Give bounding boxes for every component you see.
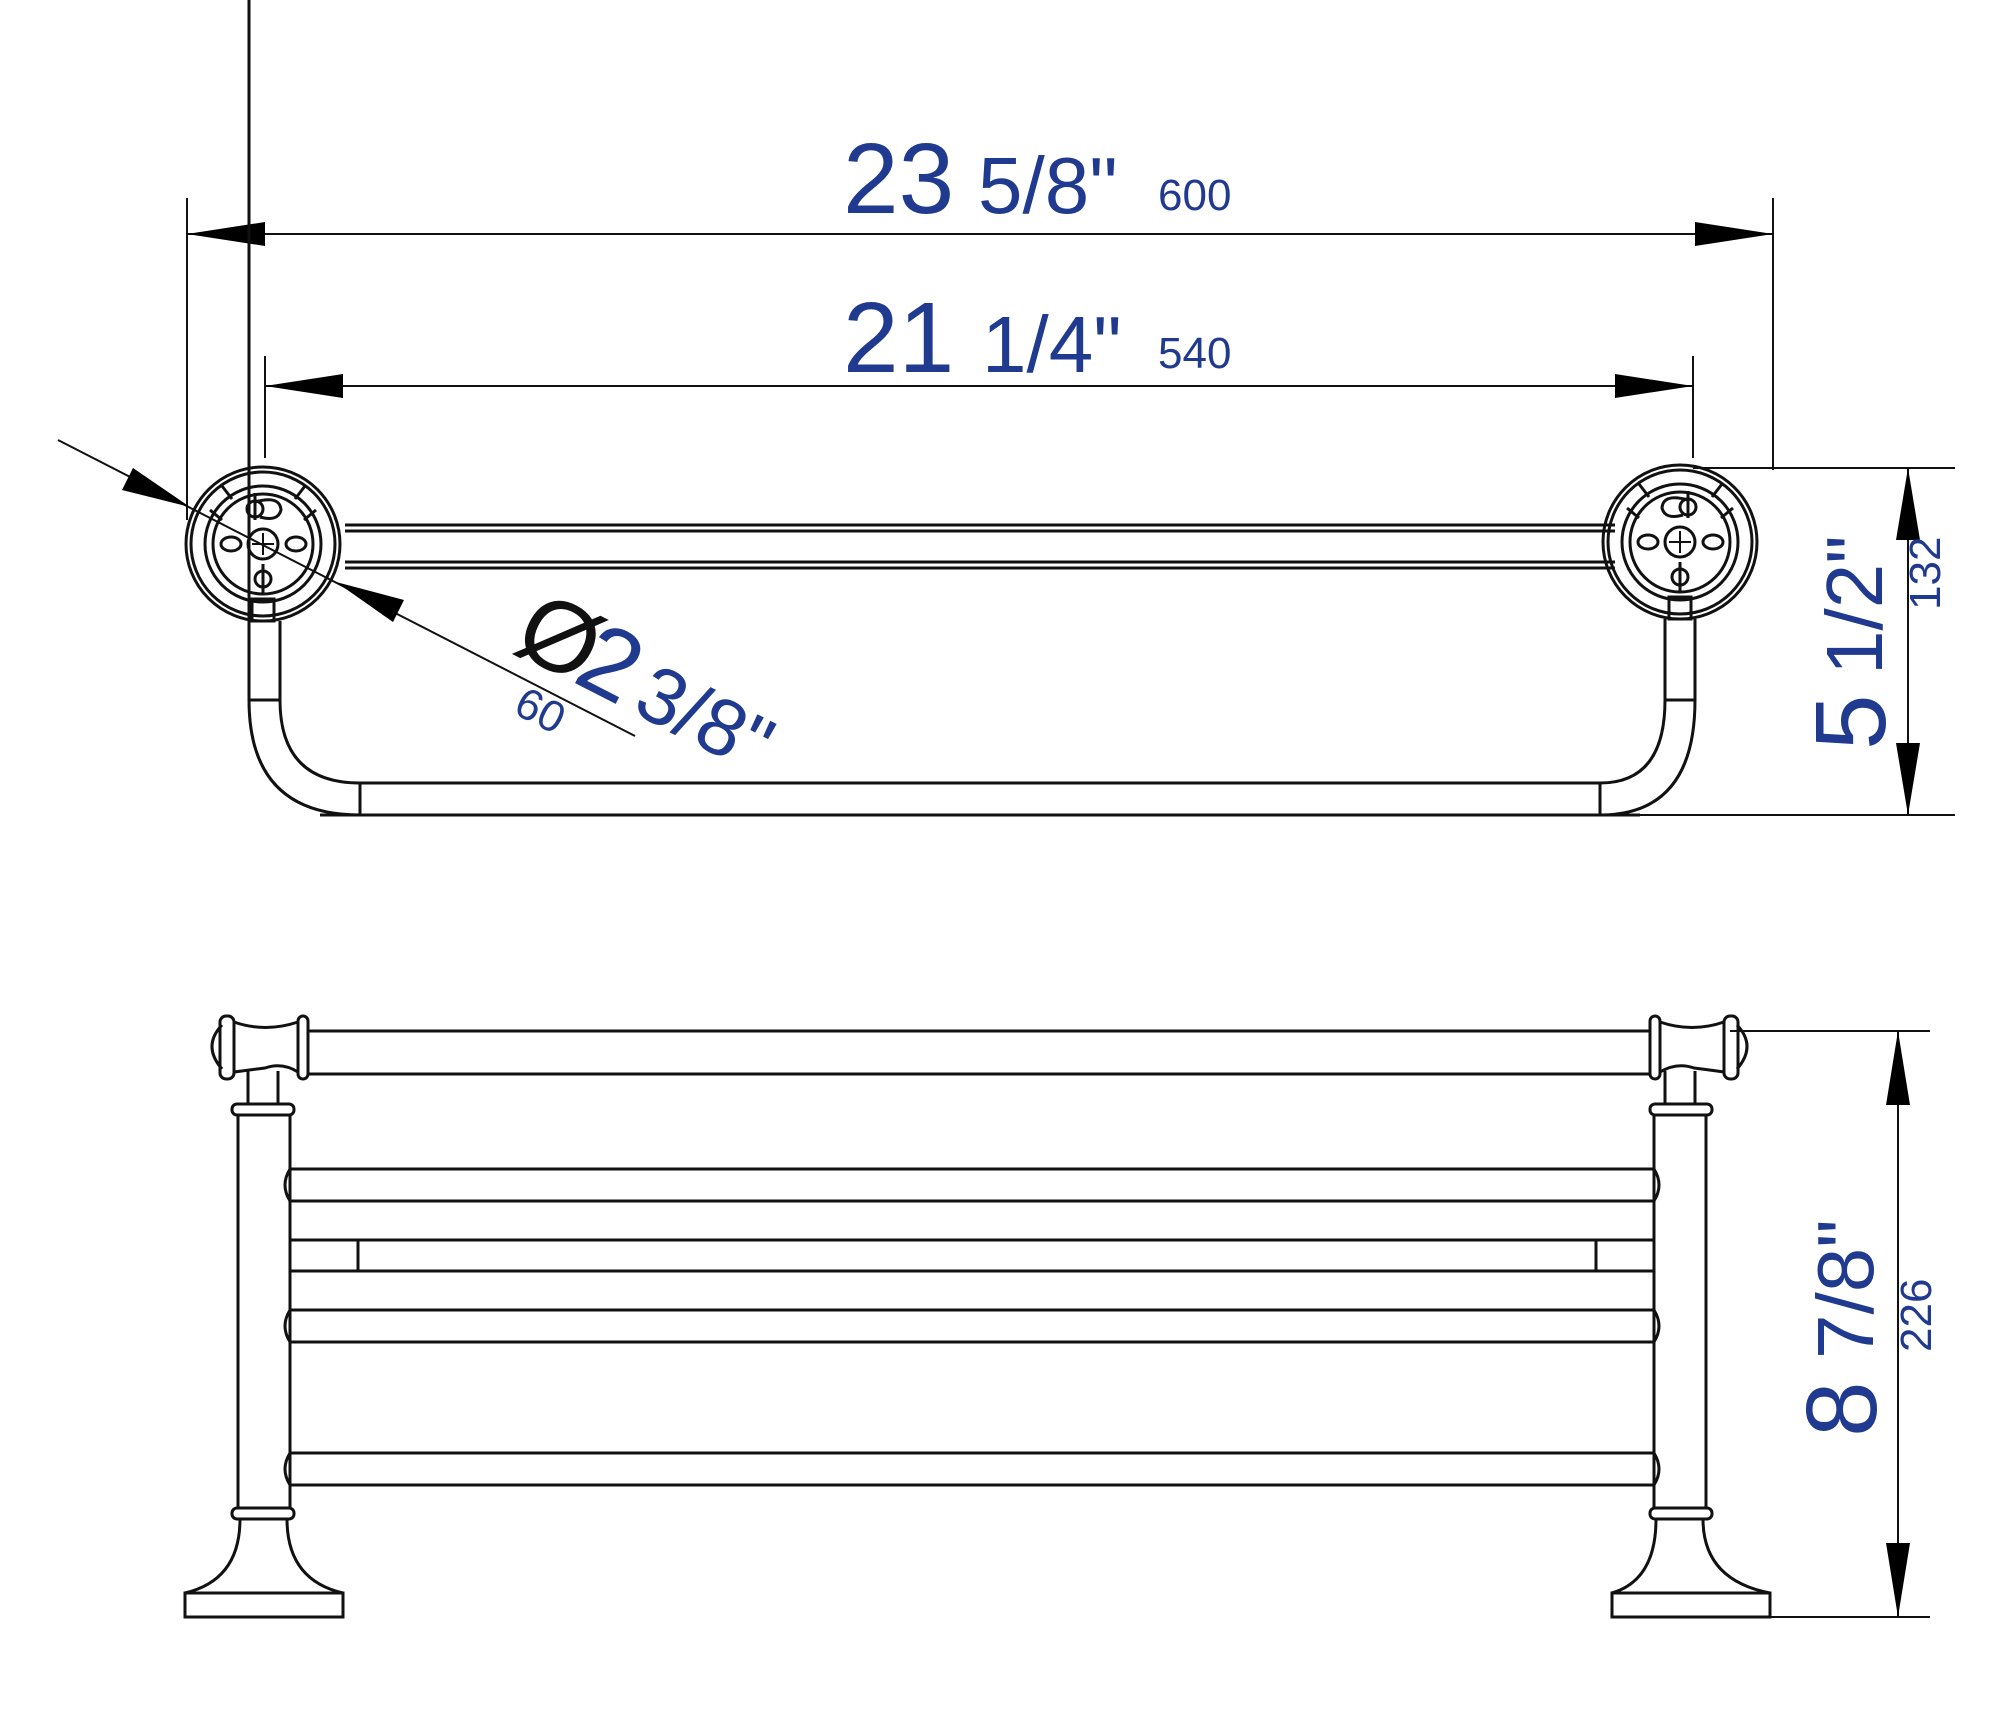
top-towel-bar <box>308 1029 1650 1076</box>
screw-cross-icon <box>1669 531 1691 553</box>
arrow-right-icon <box>1695 222 1773 246</box>
arrow-left-icon <box>265 374 343 398</box>
shelf-rails <box>283 1167 1661 1487</box>
arrow-up-icon <box>1896 468 1920 540</box>
left-wall-flange <box>184 465 342 623</box>
depth-dimension: 5 1/2" 132 <box>1610 467 1955 816</box>
overall-width-dimension: 23 5/8" 600 <box>186 123 1774 520</box>
right-post <box>1610 1014 1772 1619</box>
bar-width-fraction: 1/4" <box>982 300 1122 389</box>
left-post <box>183 1014 345 1619</box>
front-view: 8 7/8" 226 <box>183 1014 1941 1619</box>
flange-diameter-dimension: Ø 2 3/8" 60 <box>57 439 788 790</box>
top-view: 23 5/8" 600 21 1/4" 540 <box>57 0 1955 817</box>
flange-diameter-fraction: 3/8" <box>623 647 788 790</box>
overall-width-whole: 23 <box>843 123 954 235</box>
arrow-left-icon <box>187 222 265 246</box>
lower-u-bar <box>247 0 1697 817</box>
right-wall-flange <box>1601 463 1759 621</box>
bar-width-mm: 540 <box>1158 329 1231 378</box>
arrow-right-icon <box>1615 374 1693 398</box>
overall-width-fraction: 5/8" <box>978 141 1118 230</box>
depth-fraction: 1/2" <box>1810 535 1899 675</box>
height-dimension: 8 7/8" 226 <box>1730 1030 1941 1618</box>
depth-mm: 132 <box>1901 537 1950 610</box>
height-whole: 8 <box>1786 1381 1898 1437</box>
arrow-down-icon <box>1896 743 1920 815</box>
arrow-down-icon <box>1886 1543 1910 1617</box>
depth-whole: 5 <box>1795 694 1907 750</box>
height-fraction: 7/8" <box>1801 1219 1890 1359</box>
screw-cross-icon <box>252 533 274 555</box>
arrow-diagonal-icon <box>122 468 190 507</box>
bar-width-dimension: 21 1/4" 540 <box>264 282 1694 458</box>
upper-bar <box>345 523 1615 570</box>
bar-width-whole: 21 <box>843 282 954 394</box>
height-mm: 226 <box>1892 1279 1941 1352</box>
arrow-up-icon <box>1886 1031 1910 1105</box>
arrow-diagonal-icon <box>336 582 404 622</box>
overall-width-mm: 600 <box>1158 171 1231 220</box>
